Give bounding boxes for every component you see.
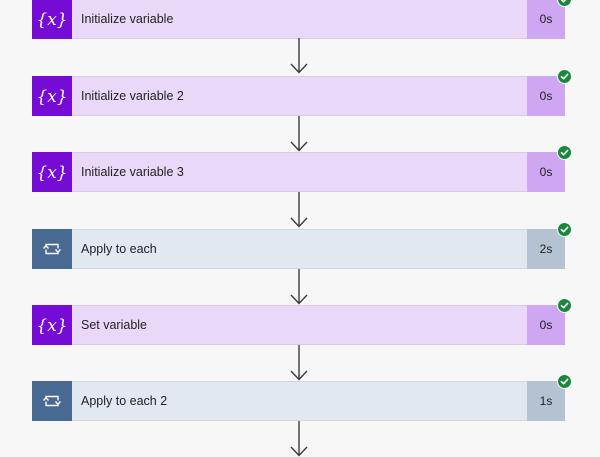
- step-initialize-variable-3[interactable]: {x} Initialize variable 3 0s: [32, 145, 572, 192]
- step-initialize-variable[interactable]: {x} Initialize variable 0s: [32, 0, 572, 39]
- curly-braces-x-icon: {x}: [37, 163, 67, 183]
- step-initialize-variable-2[interactable]: {x} Initialize variable 2 0s: [32, 69, 572, 116]
- step-duration: 0s: [527, 152, 565, 192]
- step-title: Initialize variable: [72, 0, 527, 39]
- step-apply-to-each[interactable]: Apply to each 2s: [32, 222, 572, 269]
- connector-arrow-icon: [290, 269, 308, 305]
- step-duration: 0s: [527, 0, 565, 39]
- connector-arrow-icon: [290, 345, 308, 381]
- success-check-icon: [557, 298, 572, 313]
- step-title: Initialize variable 2: [72, 76, 527, 116]
- step-icon-tile: {x}: [32, 76, 72, 116]
- step-title: Apply to each 2: [72, 381, 527, 421]
- connector-arrow-icon: [290, 192, 308, 228]
- loop-icon: [42, 243, 62, 255]
- svg-text:{x}: {x}: [37, 87, 67, 107]
- step-duration: 0s: [527, 305, 565, 345]
- connector-arrow-icon: [290, 421, 308, 457]
- flow-canvas: {x} Initialize variable 0s {x} Initializ…: [32, 0, 572, 457]
- connector-arrow-icon: [290, 116, 308, 152]
- curly-braces-x-icon: {x}: [37, 316, 67, 336]
- connector-arrow-icon: [290, 38, 308, 74]
- loop-icon: [42, 395, 62, 407]
- step-icon-tile: {x}: [32, 305, 72, 345]
- svg-text:{x}: {x}: [37, 10, 67, 30]
- step-icon-tile: {x}: [32, 152, 72, 192]
- step-apply-to-each-2[interactable]: Apply to each 2 1s: [32, 374, 572, 421]
- step-set-variable[interactable]: {x} Set variable 0s: [32, 298, 572, 345]
- success-check-icon: [557, 145, 572, 160]
- step-icon-tile: [32, 229, 72, 269]
- svg-text:{x}: {x}: [37, 163, 67, 183]
- step-duration: 2s: [527, 229, 565, 269]
- step-duration: 1s: [527, 381, 565, 421]
- step-icon-tile: [32, 381, 72, 421]
- curly-braces-x-icon: {x}: [37, 10, 67, 30]
- step-title: Apply to each: [72, 229, 527, 269]
- success-check-icon: [557, 69, 572, 84]
- step-title: Initialize variable 3: [72, 152, 527, 192]
- success-check-icon: [557, 222, 572, 237]
- step-icon-tile: {x}: [32, 0, 72, 39]
- curly-braces-x-icon: {x}: [37, 87, 67, 107]
- svg-text:{x}: {x}: [37, 316, 67, 336]
- success-check-icon: [557, 374, 572, 389]
- step-duration: 0s: [527, 76, 565, 116]
- step-title: Set variable: [72, 305, 527, 345]
